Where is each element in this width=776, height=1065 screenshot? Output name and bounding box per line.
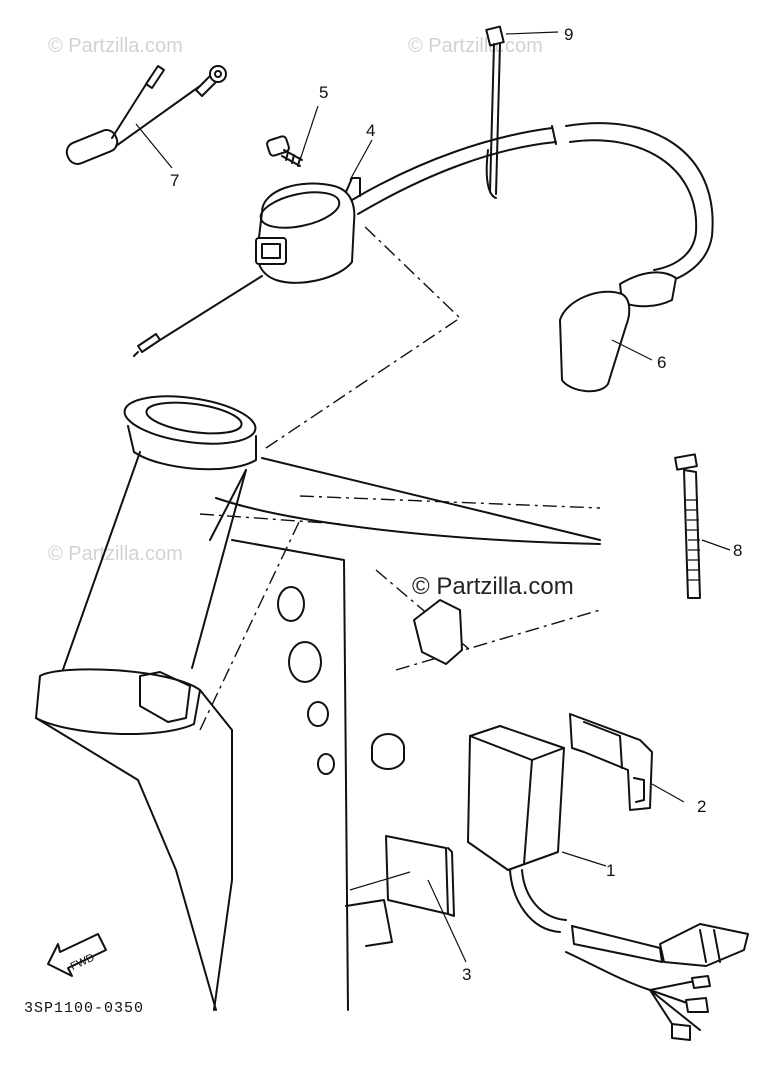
watermark-top-left: © Partzilla.com <box>48 35 183 57</box>
callout-2: 2 <box>697 797 706 816</box>
part-8-tie-band <box>674 453 731 599</box>
part-3-rubber-pad <box>349 835 467 963</box>
part-6-plug-cap <box>559 271 677 393</box>
part-4-ignition-coil <box>133 139 373 357</box>
high-tension-lead <box>351 122 714 285</box>
callout-1: 1 <box>606 861 615 880</box>
callout-9: 9 <box>564 25 573 44</box>
watermark-mid-left: © Partzilla.com <box>48 543 183 565</box>
part-1-cdi-unit <box>467 725 749 1041</box>
drawing-code: 3SP1100-0350 <box>24 1000 144 1017</box>
callout-7: 7 <box>170 171 179 190</box>
callout-5: 5 <box>319 83 328 102</box>
callout-8: 8 <box>733 541 742 560</box>
fwd-direction-arrow: FWD <box>47 933 107 977</box>
frame <box>35 223 601 1011</box>
part-2-bracket <box>569 713 685 811</box>
callout-4: 4 <box>366 121 375 140</box>
callout-6: 6 <box>657 353 666 372</box>
callout-3: 3 <box>462 965 471 984</box>
watermark-main: © Partzilla.com <box>412 573 574 600</box>
part-5-bolt <box>266 105 319 167</box>
watermark-top-center: © Partzilla.com <box>408 35 543 57</box>
part-7-wire-lead <box>65 65 227 169</box>
part-9-cable-tie <box>485 25 559 199</box>
